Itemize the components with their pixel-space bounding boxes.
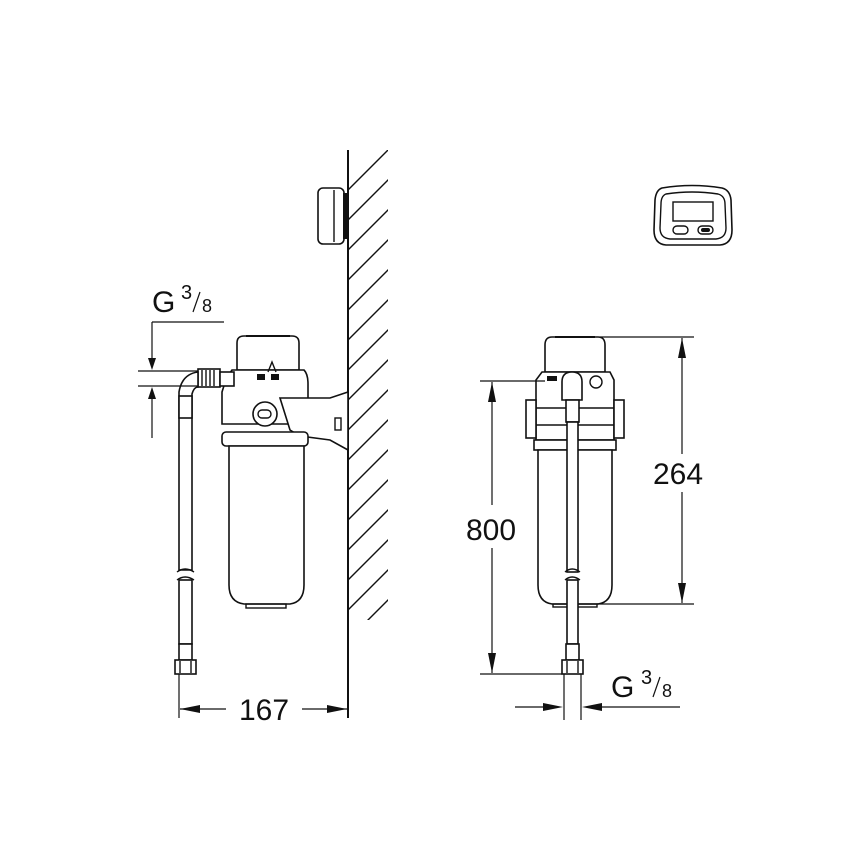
- wall-mounted-sensor-icon: [317, 187, 348, 245]
- thread-prefix: G: [152, 286, 175, 319]
- side-width-dimension: 167: [178, 674, 347, 727]
- height-dimension-value: 800: [466, 514, 516, 547]
- wall: [347, 150, 388, 718]
- thread-prefix: G: [611, 671, 634, 704]
- side-thread-label: G 3 8: [152, 282, 212, 319]
- thread-denominator: 8: [662, 681, 672, 701]
- side-thread-dimension: [138, 321, 224, 438]
- filter-height-dimension-value: 264: [653, 458, 703, 491]
- digital-display-icon: [653, 184, 733, 246]
- filter-front-view: [525, 336, 625, 675]
- filter-side-view: [174, 335, 349, 675]
- thread-denominator: 8: [202, 296, 212, 316]
- thread-numerator: 3: [181, 282, 192, 304]
- width-dimension-value: 167: [239, 694, 289, 727]
- thread-numerator: 3: [641, 667, 652, 689]
- front-filter-height-dimension: 264: [597, 336, 703, 605]
- front-thread-dimension: G 3 8: [515, 667, 680, 720]
- front-height-dimension: 800: [466, 380, 562, 675]
